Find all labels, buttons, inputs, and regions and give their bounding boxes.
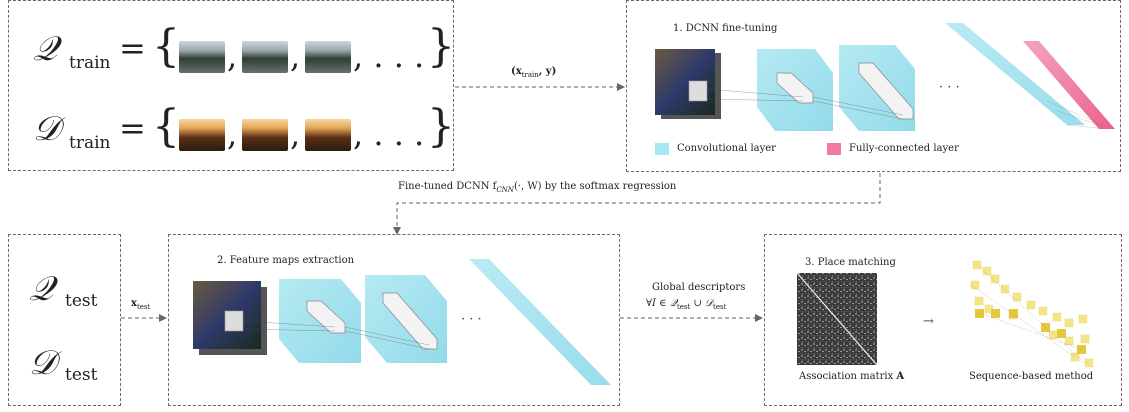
- arrow-finetune-to-extraction: [393, 173, 881, 235]
- d-train-comma-1: ,: [227, 115, 238, 153]
- d-train-comma-2: ,: [290, 115, 301, 153]
- q-train-comma-2: ,: [290, 37, 301, 75]
- q-train-ellipsis: , . . .: [353, 37, 425, 75]
- feature-network-graphic: · · ·: [193, 259, 611, 385]
- d-train-image-2: [242, 119, 288, 151]
- q-train-subscript: train: [69, 53, 111, 73]
- sequence-highlight-squares: [975, 309, 1086, 354]
- q-test-symbol: 𝒬: [29, 269, 54, 309]
- finetune-ellipsis-mark: · · ·: [939, 80, 960, 95]
- feature-title: 2. Feature maps extraction: [217, 255, 355, 266]
- matching-graphic: →: [796, 260, 1094, 368]
- d-train-open-brace: {: [152, 101, 180, 152]
- test-set-box: 𝒬 test 𝒟 test: [8, 234, 121, 406]
- finetune-box: 1. DCNN fine-tuning: [626, 0, 1121, 172]
- legend-conv-swatch: [655, 143, 669, 155]
- feature-ellipsis-mark: · · ·: [461, 312, 482, 327]
- feature-extraction-box: 2. Feature maps extraction · · ·: [168, 234, 620, 406]
- arrow-train-label: (xtrain, y): [511, 66, 557, 79]
- q-train-symbol: 𝒬: [33, 29, 58, 69]
- association-matrix-caption: Association matrix A: [799, 371, 905, 382]
- q-train-image-2: [242, 41, 288, 73]
- global-descriptors-label: Global descriptors: [652, 282, 746, 293]
- d-test-symbol: 𝒟: [29, 343, 57, 383]
- q-test-subscript: test: [65, 291, 98, 311]
- sequence-method-caption: Sequence-based method: [969, 371, 1094, 382]
- legend-fc-label: Fully-connected layer: [849, 143, 959, 154]
- d-train-equals: =: [119, 109, 146, 147]
- arrow-test-label: xtest: [131, 298, 151, 311]
- finetune-title: 1. DCNN fine-tuning: [673, 23, 778, 34]
- d-train-symbol: 𝒟: [33, 109, 61, 149]
- legend-fc-swatch: [827, 143, 841, 155]
- sequence-squares: [970, 260, 1094, 368]
- training-set-box: 𝒬 train = { , , , . . . } 𝒟 train = { , …: [8, 0, 455, 171]
- d-train-subscript: train: [69, 133, 111, 153]
- d-train-ellipsis: , . . .: [353, 115, 425, 153]
- q-train-close-brace: }: [427, 21, 455, 72]
- legend-conv-label: Convolutional layer: [677, 143, 776, 154]
- q-train-equals: =: [119, 29, 146, 67]
- finetune-network-graphic: · · ·: [655, 23, 1115, 155]
- q-train-image-1: [179, 41, 225, 73]
- d-train-image-1: [179, 119, 225, 151]
- finetuned-dcnn-label: Fine-tuned DCNN fCNN(·, W) by the softma…: [398, 181, 677, 194]
- d-test-subscript: test: [65, 365, 98, 385]
- matching-title: 3. Place matching: [805, 257, 896, 268]
- q-train-image-3: [305, 41, 351, 73]
- q-train-open-brace: {: [152, 21, 180, 72]
- d-train-close-brace: }: [427, 101, 455, 152]
- q-train-comma-1: ,: [227, 37, 238, 75]
- place-matching-box: 3. Place matching →: [764, 234, 1122, 406]
- matching-arrow: →: [923, 314, 934, 329]
- d-train-image-3: [305, 119, 351, 151]
- global-descriptors-formula: ∀I ∈ 𝒬test ∪ 𝒟test: [646, 298, 727, 311]
